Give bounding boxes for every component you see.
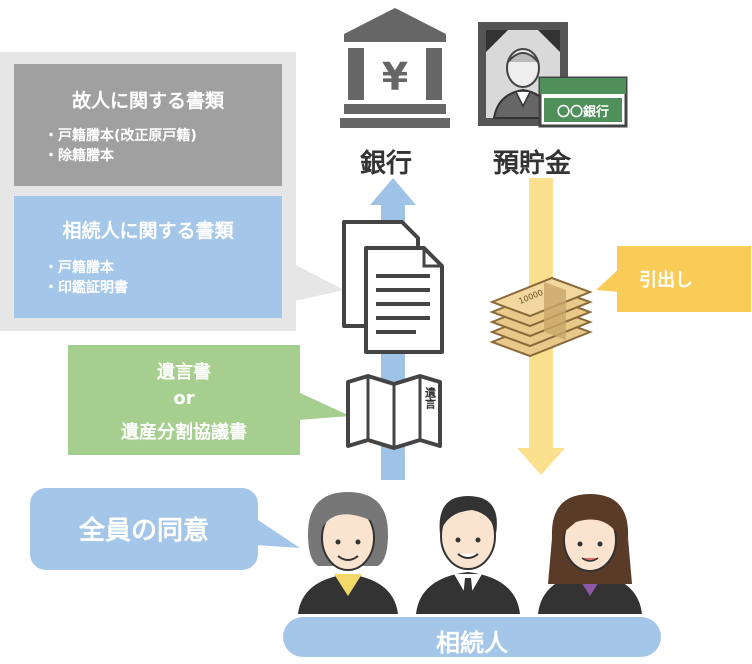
withdrawal-label: 引出し [639, 270, 693, 291]
will-line3: 遺産分割協議書 [121, 422, 247, 443]
withdraw-box-pointer [596, 268, 620, 292]
list-item: 除籍謄本 [44, 146, 197, 166]
will-box-pointer [298, 392, 350, 420]
deceased-documents-list: 戸籍謄本(改正原戸籍) 除籍謄本 [44, 126, 197, 166]
agreement-box-pointer [255, 518, 300, 548]
heir-documents-title: 相続人に関する書類 [62, 220, 234, 242]
will-booklet-icon: 遺言 [346, 374, 442, 450]
list-item: 印鑑証明書 [44, 278, 128, 298]
deceased-portrait-icon: 〇〇銀行 [478, 22, 628, 128]
heir-documents-box: 相続人に関する書類 戸籍謄本 印鑑証明書 [14, 196, 282, 318]
withdrawal-callout: 引出し [617, 246, 751, 312]
heirs-group [298, 492, 642, 614]
savings-label: 預貯金 [493, 149, 572, 179]
bankbook-label: 〇〇銀行 [557, 104, 609, 120]
agreement-callout: 全員の同意 [30, 488, 258, 570]
list-item: 戸籍謄本(改正原戸籍) [44, 126, 197, 146]
bank-label: 銀行 [360, 149, 413, 179]
heir-woman-icon [298, 492, 398, 614]
booklet-label: 遺言 [424, 386, 438, 410]
documents-stack-icon [342, 220, 444, 354]
list-item: 戸籍謄本 [44, 258, 128, 278]
will-documents-box: 遺言書 or 遺産分割協議書 [68, 345, 300, 455]
deceased-documents-box: 故人に関する書類 戸籍謄本(改正原戸籍) 除籍謄本 [14, 64, 282, 186]
doc-panel-pointer [290, 262, 344, 302]
deceased-documents-title: 故人に関する書類 [71, 90, 224, 112]
heir-documents-list: 戸籍謄本 印鑑証明書 [44, 258, 128, 298]
money-stack-icon: 10000 [489, 276, 593, 358]
heirs-bar: 相続人 [283, 617, 661, 657]
will-line1: 遺言書 [157, 362, 211, 383]
heirs-label: 相続人 [436, 629, 508, 657]
heir-man-icon [416, 496, 520, 614]
heir-young-woman-icon [538, 494, 642, 614]
will-line2: or [173, 388, 195, 409]
yen-symbol: ¥ [382, 55, 408, 99]
agreement-label: 全員の同意 [78, 516, 209, 546]
bank-icon: ¥ [340, 8, 450, 128]
